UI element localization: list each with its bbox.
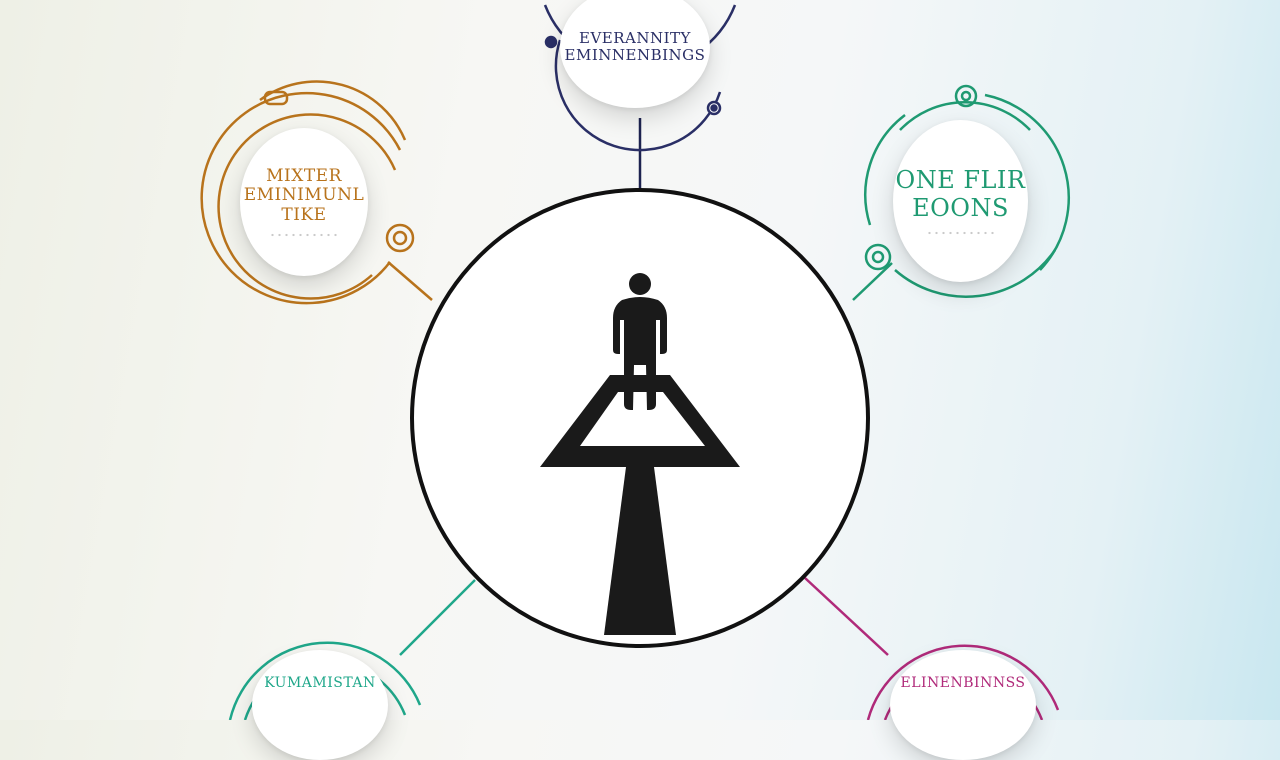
node-top-right-label: ONE FLIR EOONS bbox=[895, 166, 1026, 222]
node-top-left: MIXTER EMINIMUNL TIKE bbox=[240, 128, 368, 276]
dotted-divider bbox=[925, 230, 996, 235]
node-bottom-left: KUMAMISTAN bbox=[252, 650, 388, 760]
node-bottom-right: ELINENBINNSS bbox=[890, 650, 1036, 760]
center-circle bbox=[410, 188, 870, 648]
mindmap-diagram: EVERANNITY EMINNENBINGS MIXTER EMINIMUNL… bbox=[200, 0, 1070, 720]
connector-top-right bbox=[852, 262, 893, 301]
connector-layer bbox=[200, 4, 1070, 720]
person-standing-on-path-icon bbox=[540, 273, 740, 635]
ring-top-right bbox=[864, 84, 1070, 298]
node-top-right: ONE FLIR EOONS bbox=[893, 120, 1028, 282]
ring-top-left bbox=[200, 80, 415, 305]
node-top-label: EVERANNITY EMINNENBINGS bbox=[564, 28, 706, 64]
connector-bottom-left bbox=[399, 579, 476, 656]
node-top-left-label: MIXTER EMINIMUNL TIKE bbox=[243, 165, 365, 225]
connector-top-left bbox=[387, 261, 433, 301]
connector-bottom-right bbox=[804, 577, 889, 656]
node-bottom-left-label: KUMAMISTAN bbox=[264, 674, 376, 691]
dotted-divider bbox=[269, 233, 339, 238]
node-bottom-right-label: ELINENBINNSS bbox=[900, 674, 1026, 691]
node-top: EVERANNITY EMINNENBINGS bbox=[560, 0, 710, 108]
